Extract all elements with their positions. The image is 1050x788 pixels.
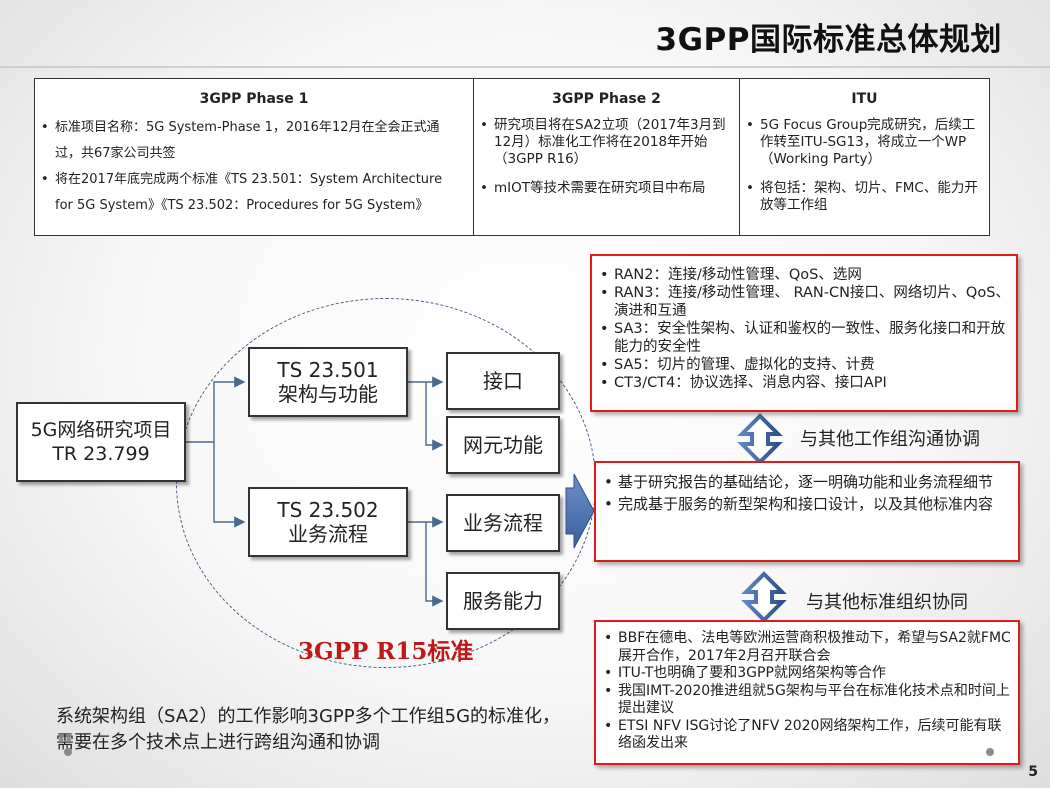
- list-item: ITU-T也明确了要和3GPP就网络架构等合作: [596, 665, 1012, 683]
- list-item: RAN2：连接/移动性管理、QoS、选网: [592, 266, 1010, 284]
- decor-dot: [64, 748, 72, 756]
- list-item: mIOT等技术需要在研究项目中布局: [474, 180, 729, 197]
- list-item: BBF在德电、法电等欧洲运营商积极推动下，希望与SA2就FMC展开合作，2017…: [596, 630, 1012, 665]
- list-item: RAN3：连接/移动性管理、 RAN-CN接口、网络切片、QoS、演进和互通: [592, 284, 1010, 320]
- leaf-service-capability-box: 服务能力: [446, 572, 560, 630]
- ts-23502-box: TS 23.502 业务流程: [248, 487, 408, 557]
- root-project-box: 5G网络研究项目 TR 23.799: [16, 402, 186, 482]
- column-3gpp-phase1: 3GPP Phase 1 标准项目名称：5G System-Phase 1，20…: [35, 79, 473, 235]
- leaf-business-process-box: 业务流程: [446, 494, 560, 552]
- coordination-label-workgroups: 与其他工作组沟通协调: [800, 429, 980, 450]
- list-item: 将包括：架构、切片、FMC、能力开放等工作组: [740, 180, 981, 214]
- central-tasks-box: 基于研究报告的基础结论，逐一明确功能和业务流程细节 完成基于服务的新型架构和接口…: [594, 461, 1020, 562]
- column-header: 3GPP Phase 2: [552, 91, 661, 107]
- list-item: CT3/CT4：协议选择、消息内容、接口API: [592, 374, 1010, 392]
- page-number: 5: [1028, 764, 1038, 780]
- coordination-label-orgs: 与其他标准组织协同: [806, 592, 968, 613]
- up-down-arrow-icon: [737, 413, 783, 465]
- list-item: 我国IMT-2020推进组就5G架构与平台在标准化技术点和时间上提出建议: [596, 683, 1012, 718]
- list-item: 将在2017年底完成两个标准《TS 23.501：System Architec…: [35, 167, 463, 219]
- list-item: 标准项目名称：5G System-Phase 1，2016年12月在全会正式通过…: [35, 115, 463, 167]
- column-itu: ITU 5G Focus Group完成研究，后续工作转至ITU-SG13，将成…: [739, 79, 989, 235]
- list-item: 完成基于服务的新型架构和接口设计，以及其他标准内容: [596, 495, 1012, 514]
- ts-23501-box: TS 23.501 架构与功能: [248, 347, 408, 417]
- column-header: 3GPP Phase 1: [199, 91, 309, 107]
- planning-table: 3GPP Phase 1 标准项目名称：5G System-Phase 1，20…: [34, 78, 990, 236]
- list-item: SA5：切片的管理、虚拟化的支持、计费: [592, 356, 1010, 374]
- column-header: ITU: [851, 91, 878, 107]
- bottom-note: 系统架构组（SA2）的工作影响3GPP多个工作组5G的标准化，需要在多个技术点上…: [56, 706, 561, 753]
- leaf-network-function-box: 网元功能: [446, 416, 560, 474]
- workgroups-box: RAN2：连接/移动性管理、QoS、选网 RAN3：连接/移动性管理、 RAN-…: [590, 254, 1018, 412]
- list-item: 基于研究报告的基础结论，逐一明确功能和业务流程细节: [596, 473, 1012, 492]
- up-down-arrow-icon: [741, 571, 787, 623]
- page-title: 3GPP国际标准总体规划: [655, 22, 1002, 58]
- list-item: 研究项目将在SA2立项（2017年3月到12月）标准化工作将在2018年开始（3…: [474, 117, 729, 168]
- list-item: 5G Focus Group完成研究，后续工作转至ITU-SG13，将成立一个W…: [740, 117, 981, 168]
- decor-dot: [986, 748, 994, 756]
- column-3gpp-phase2: 3GPP Phase 2 研究项目将在SA2立项（2017年3月到12月）标准化…: [473, 79, 739, 235]
- title-divider: [0, 66, 1050, 68]
- list-item: SA3：安全性架构、认证和鉴权的一致性、服务化接口和开放能力的安全性: [592, 320, 1010, 356]
- r15-label: 3GPP R15标准: [298, 638, 474, 665]
- standards-orgs-box: BBF在德电、法电等欧洲运营商积极推动下，希望与SA2就FMC展开合作，2017…: [594, 620, 1020, 765]
- list-item: ETSI NFV ISG讨论了NFV 2020网络架构工作，后续可能有联络函发出…: [596, 718, 1012, 753]
- leaf-interface-box: 接口: [446, 352, 560, 410]
